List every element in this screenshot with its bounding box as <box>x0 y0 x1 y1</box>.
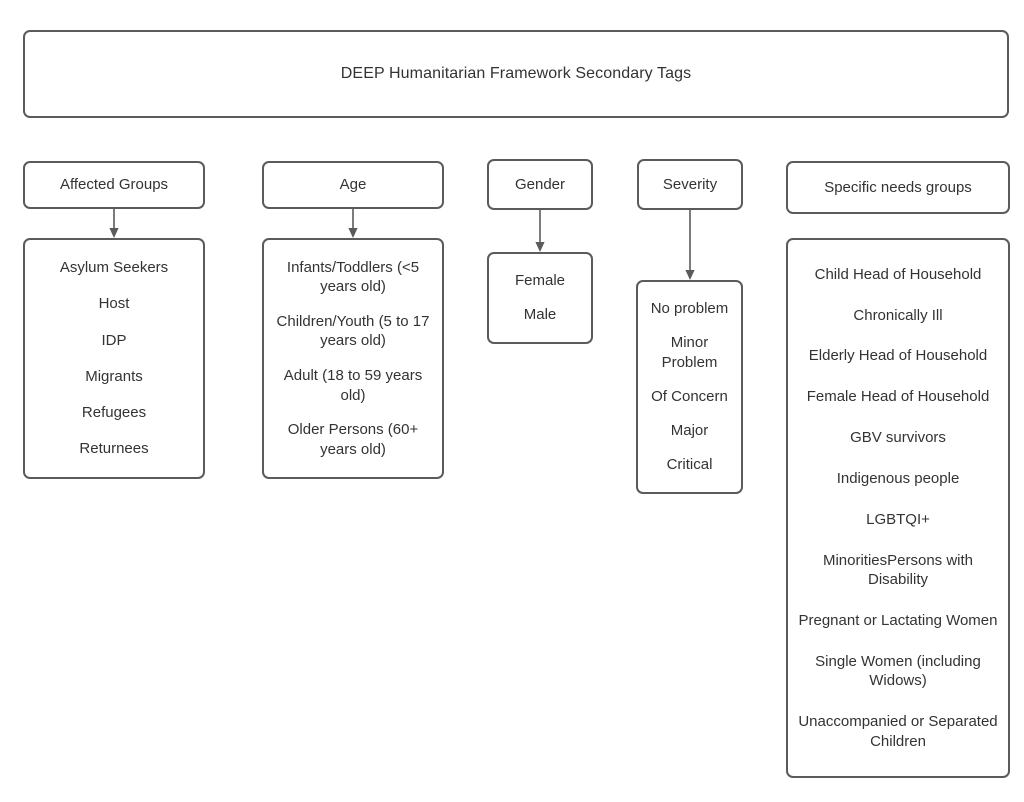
header-box-severity[interactable]: Severity <box>637 159 743 210</box>
list-item: Refugees <box>81 403 147 421</box>
list-item: Asylum Seekers <box>59 259 169 277</box>
list-item: Child Head of Household <box>814 265 982 283</box>
list-item: MinoritiesPersons with Disability <box>822 551 974 589</box>
header-box-gender[interactable]: Gender <box>487 159 593 210</box>
list-item: Pregnant or Lactating Women <box>798 612 998 630</box>
arrow-gender <box>532 210 548 252</box>
header-label-affected-groups: Affected Groups <box>59 176 169 194</box>
list-item: Infants/Toddlers (<5 years old) <box>286 258 420 296</box>
list-item: Of Concern <box>651 387 728 405</box>
diagram-title-box: DEEP Humanitarian Framework Secondary Ta… <box>23 30 1009 118</box>
list-item: LGBTQI+ <box>866 510 930 528</box>
arrow-affected-groups <box>106 209 122 238</box>
list-item: Unaccompanied or Separated Children <box>798 713 998 750</box>
list-item: Major <box>670 422 709 440</box>
list-item: Older Persons (60+ years old) <box>287 421 419 458</box>
content-box-age[interactable]: Infants/Toddlers (<5 years old) Children… <box>262 238 444 479</box>
list-item: Indigenous people <box>836 469 960 487</box>
page-title: DEEP Humanitarian Framework Secondary Ta… <box>340 64 692 82</box>
list-item: Adult (18 to 59 years old) <box>283 367 423 404</box>
header-label-specific-needs-groups: Specific needs groups <box>824 178 972 196</box>
content-box-specific-needs-groups[interactable]: Child Head of Household Chronically Ill … <box>786 238 1010 778</box>
list-item: Migrants <box>85 367 143 385</box>
list-item: Children/Youth (5 to 17 years old) <box>276 312 430 350</box>
list-item: Male <box>523 306 557 324</box>
list-item: Chronically Ill <box>853 306 943 324</box>
header-box-specific-needs-groups[interactable]: Specific needs groups <box>786 161 1010 214</box>
list-item: Female Head of Household <box>806 388 990 406</box>
arrow-age <box>345 209 361 238</box>
list-item: Minor Problem <box>661 334 718 371</box>
list-item: Elderly Head of Household <box>808 347 988 365</box>
list-item: IDP <box>101 331 127 349</box>
list-item: Returnees <box>79 440 149 458</box>
list-item: Host <box>98 295 130 313</box>
header-box-age[interactable]: Age <box>262 161 444 209</box>
arrow-severity <box>682 210 698 280</box>
list-item: Single Women (including Widows) <box>815 652 981 690</box>
list-item: No problem <box>650 300 729 318</box>
header-label-gender: Gender <box>514 175 566 193</box>
content-box-severity[interactable]: No problem Minor Problem Of Concern Majo… <box>636 280 743 494</box>
list-item: GBV survivors <box>850 429 946 447</box>
header-box-affected-groups[interactable]: Affected Groups <box>23 161 205 209</box>
list-item: Female <box>514 272 566 290</box>
content-box-gender[interactable]: Female Male <box>487 252 593 344</box>
header-label-age: Age <box>339 176 367 194</box>
list-item: Critical <box>666 456 713 474</box>
header-label-severity: Severity <box>662 175 718 193</box>
content-box-affected-groups[interactable]: Asylum Seekers Host IDP Migrants Refugee… <box>23 238 205 479</box>
